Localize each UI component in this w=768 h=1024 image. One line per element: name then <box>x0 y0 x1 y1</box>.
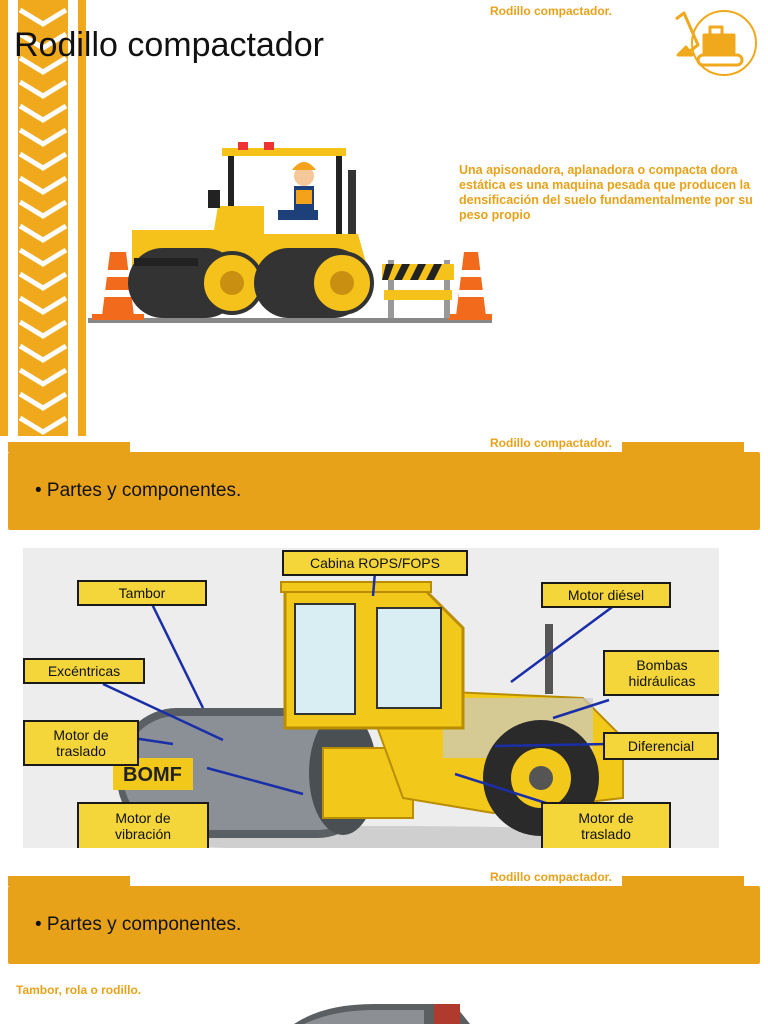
label-bombas-line1: Bombas <box>636 657 688 673</box>
slide-tambor: Rodillo compactador. • Partes y componen… <box>0 868 768 1024</box>
label-motor-traslado-line1: Motor de <box>53 727 109 743</box>
label-cabina: Cabina ROPS/FOPS <box>282 550 468 576</box>
label-diferencial: Diferencial <box>603 732 719 760</box>
band-tab-right <box>622 876 744 886</box>
svg-text:BOMF: BOMF <box>123 764 182 786</box>
label-motor-diesel: Motor diésel <box>541 582 671 608</box>
header-note: Rodillo compactador. <box>490 436 613 450</box>
traffic-cone-right-icon <box>448 252 492 320</box>
road-roller-illustration <box>88 142 492 323</box>
label-motor-traslado: Motor de traslado <box>23 720 139 766</box>
band-tab-right <box>622 442 744 452</box>
header-note: Rodillo compactador. <box>490 4 613 18</box>
slide-title: Rodillo compactador <box>14 26 324 64</box>
section-band: • Partes y componentes. <box>8 442 760 530</box>
label-motor-traslado-2: Motor de traslado <box>541 802 671 848</box>
band-tab-left <box>8 876 130 886</box>
label-motor-vibracion-line1: Motor de <box>115 810 171 826</box>
label-bombas-line2: hidráulicas <box>628 673 696 689</box>
band-tab-left <box>8 442 130 452</box>
slide-rodillo-compactador: Rodillo compactador. Rodillo compactador <box>0 0 768 436</box>
label-tambor: Tambor <box>77 580 207 606</box>
label-bombas-hidraulicas: Bombas hidráulicas <box>603 650 719 696</box>
drum-image <box>294 1004 470 1024</box>
band-heading: • Partes y componentes. <box>35 914 242 935</box>
excavator-icon <box>675 10 757 76</box>
label-motor-traslado-2-line2: traslado <box>581 826 631 842</box>
label-excentricas: Excéntricas <box>23 658 145 684</box>
label-motor-vibracion: Motor de vibración <box>77 802 209 848</box>
traffic-cone-left-icon <box>92 252 144 320</box>
road-barricade-icon <box>382 260 454 318</box>
header-note: Rodillo compactador. <box>490 870 613 884</box>
label-motor-vibracion-line2: vibración <box>114 826 172 842</box>
parts-diagram: BOMF <box>23 548 719 848</box>
section-band: • Partes y componentes. <box>8 876 760 964</box>
tire-track-decoration <box>0 0 86 436</box>
label-motor-traslado-2-line1: Motor de <box>578 810 634 826</box>
description-text: Una apisonadora, aplanadora o compacta d… <box>459 163 753 222</box>
label-motor-traslado-line2: traslado <box>56 743 106 759</box>
subtitle-tambor: Tambor, rola o rodillo. <box>16 983 142 997</box>
band-heading: • Partes y componentes. <box>35 480 242 501</box>
slide-partes-componentes: Rodillo compactador. • Partes y componen… <box>0 436 768 856</box>
roller-machine-image: BOMF <box>102 571 663 848</box>
